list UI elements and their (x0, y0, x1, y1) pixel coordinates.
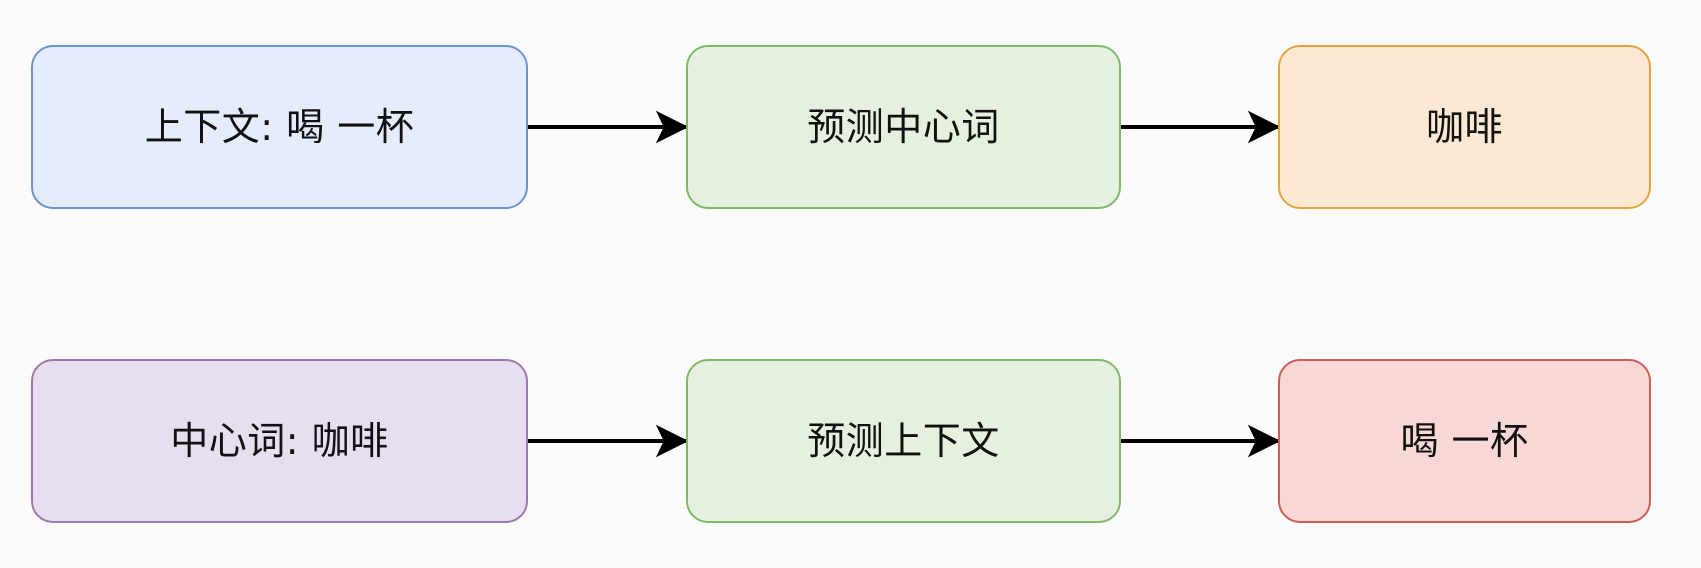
cbow-process-label: 预测中心词 (807, 105, 1000, 149)
skipgram-input-node: 中心词: 咖啡 (31, 359, 528, 523)
skipgram-process-label: 预测上下文 (807, 419, 1000, 463)
cbow-output-label: 咖啡 (1425, 105, 1503, 149)
cbow-input-label: 上下文: 喝 一杯 (144, 105, 415, 149)
skipgram-output-node: 喝 一杯 (1278, 359, 1651, 523)
skipgram-input-label: 中心词: 咖啡 (170, 419, 389, 463)
skipgram-process-node: 预测上下文 (686, 359, 1121, 523)
cbow-input-node: 上下文: 喝 一杯 (31, 45, 528, 209)
skipgram-output-label: 喝 一杯 (1400, 419, 1529, 463)
cbow-output-node: 咖啡 (1278, 45, 1651, 209)
cbow-process-node: 预测中心词 (686, 45, 1121, 209)
